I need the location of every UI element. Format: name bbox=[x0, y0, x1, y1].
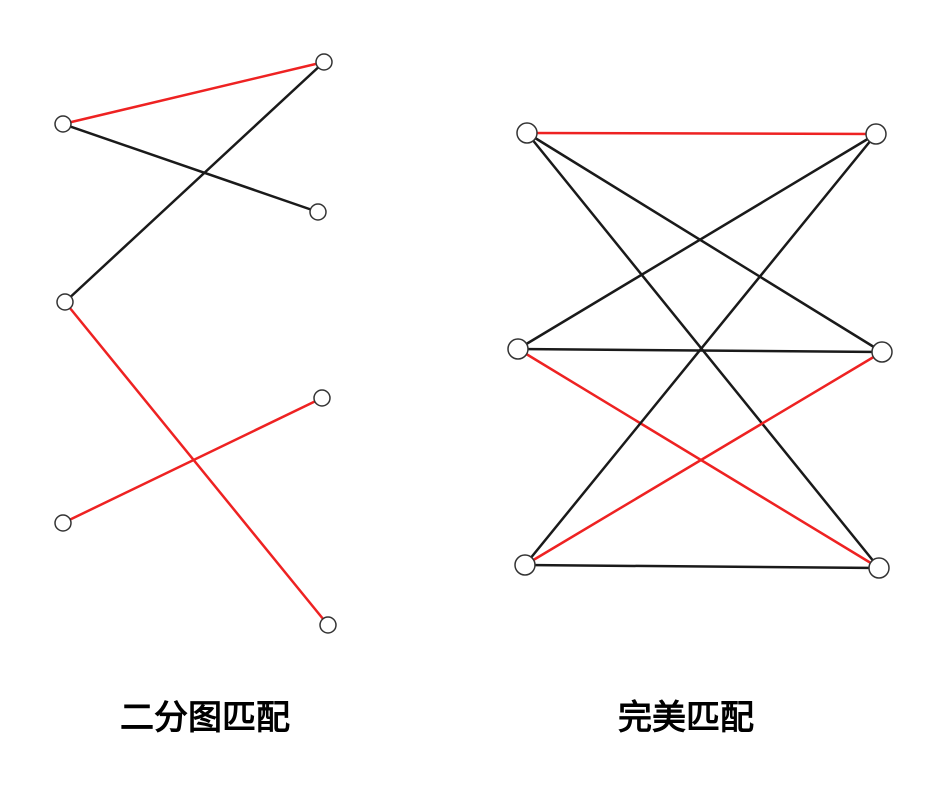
node-B2 bbox=[871, 341, 893, 363]
edge-A1-B2 bbox=[525, 131, 884, 354]
edge-L1-R2 bbox=[61, 122, 320, 214]
bipartite-matching-diagram bbox=[54, 53, 337, 634]
node-B1 bbox=[865, 123, 887, 145]
perfect-matching-diagram bbox=[507, 122, 893, 579]
node-R2 bbox=[309, 203, 327, 221]
edge-A2-B1 bbox=[516, 132, 878, 351]
bipartite-matching-caption: 二分图匹配 bbox=[120, 698, 290, 738]
node-R3 bbox=[313, 389, 331, 407]
node-A3 bbox=[514, 554, 536, 576]
matched-edge-L1-R1 bbox=[61, 60, 326, 126]
node-R1 bbox=[315, 53, 333, 71]
node-B3 bbox=[868, 557, 890, 579]
edge-A3-B3 bbox=[523, 563, 881, 570]
matched-edge-A3-B2 bbox=[523, 350, 884, 567]
node-L1 bbox=[54, 115, 72, 133]
node-L3 bbox=[54, 514, 72, 532]
edge-A3-B1 bbox=[523, 132, 878, 567]
matched-edge-A2-B3 bbox=[516, 347, 881, 570]
node-L2 bbox=[56, 293, 74, 311]
matched-edge-L3-R3 bbox=[61, 396, 324, 525]
node-A1 bbox=[516, 122, 538, 144]
matched-edge-A1-B1 bbox=[525, 131, 878, 136]
matched-edge-L2-R4 bbox=[63, 300, 330, 627]
node-R4 bbox=[319, 616, 337, 634]
node-A2 bbox=[507, 338, 529, 360]
edge-L2-R1 bbox=[63, 60, 326, 304]
perfect-matching-caption: 完美匹配 bbox=[618, 698, 754, 738]
